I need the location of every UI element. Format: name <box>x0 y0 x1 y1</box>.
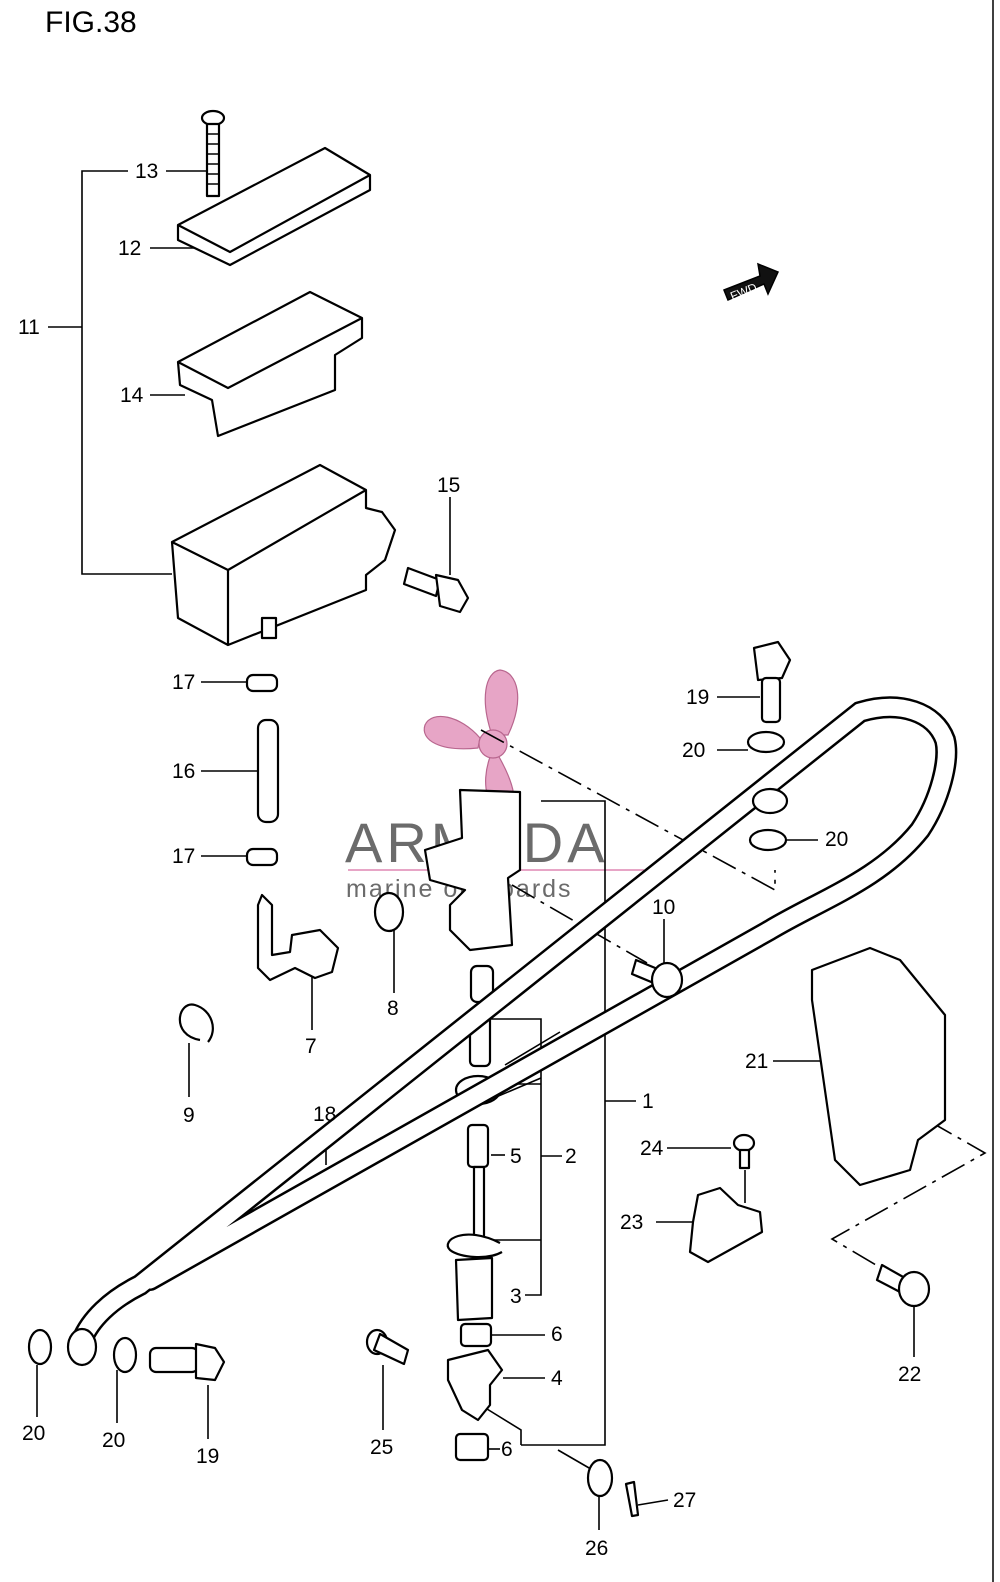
part-17-clamp-lower <box>245 847 279 867</box>
part-11-outlet <box>260 616 278 640</box>
part-25-pin <box>365 1328 410 1366</box>
callout-20-upper-b: 20 <box>825 828 848 851</box>
callout-1: 1 <box>642 1090 654 1113</box>
part-17-clamp-upper <box>245 673 279 693</box>
part-20-washer-c <box>746 730 786 754</box>
callout-10: 10 <box>652 896 675 919</box>
part-10-bolt <box>630 958 684 999</box>
callout-19-upper: 19 <box>686 686 709 709</box>
callout-3: 3 <box>510 1285 522 1308</box>
part-21-guard <box>810 946 947 1187</box>
callout-25: 25 <box>370 1436 393 1459</box>
part-20-washer-a <box>27 1328 53 1366</box>
callout-labels: 13 12 11 14 15 17 16 17 7 8 9 18 19 20 2… <box>18 160 921 1560</box>
callout-9: 9 <box>183 1104 195 1127</box>
callout-26: 26 <box>585 1537 608 1560</box>
callout-24: 24 <box>640 1137 664 1160</box>
part-9-circlip <box>178 1003 214 1043</box>
part-4-clevis <box>446 1348 504 1422</box>
callout-6-upper: 6 <box>551 1323 563 1346</box>
callout-20-lower-a: 20 <box>22 1422 45 1445</box>
part-11-reservoir <box>170 463 397 647</box>
callout-20-lower-b: 20 <box>102 1429 125 1452</box>
callout-17-upper: 17 <box>172 671 195 694</box>
callout-13: 13 <box>135 160 158 183</box>
part-circlip <box>446 1233 503 1259</box>
callout-22: 22 <box>898 1363 921 1386</box>
figure-title: FIG.38 <box>45 6 137 39</box>
part-24-screw <box>732 1133 756 1170</box>
part-26-washer <box>586 1458 614 1498</box>
callout-12: 12 <box>118 237 141 260</box>
callout-23: 23 <box>620 1211 643 1234</box>
part-14-diaphragm <box>176 290 364 438</box>
part-13-screw <box>200 109 226 198</box>
part-19-union-bolt-lower <box>148 1342 226 1382</box>
part-15-bolt <box>402 566 470 614</box>
part-12-cap <box>176 146 372 267</box>
part-18-brake-hose <box>66 696 958 1367</box>
callout-18: 18 <box>313 1103 336 1126</box>
callout-16: 16 <box>172 760 195 783</box>
part-20-washer-b <box>112 1336 138 1374</box>
part-19-union-bolt-upper <box>752 640 792 724</box>
fwd-label: FWD <box>728 280 759 303</box>
callout-2: 2 <box>565 1145 577 1168</box>
callout-19-lower: 19 <box>196 1445 219 1468</box>
master-cylinder-body <box>423 788 522 952</box>
part-3-boot <box>454 1256 494 1322</box>
callout-14: 14 <box>120 384 144 407</box>
part-27-cotter-pin <box>624 1480 640 1518</box>
callout-21: 21 <box>745 1050 768 1073</box>
callout-4: 4 <box>551 1367 563 1390</box>
part-7-joint <box>256 893 340 982</box>
part-6-nut-upper <box>459 1322 493 1348</box>
callout-8: 8 <box>387 997 399 1020</box>
part-6-nut-lower <box>454 1432 490 1462</box>
part-5-push-rod <box>466 1123 490 1241</box>
part-16-hose <box>256 718 280 824</box>
callout-20-upper-a: 20 <box>682 739 705 762</box>
callout-11: 11 <box>18 316 40 339</box>
callout-15: 15 <box>437 474 460 497</box>
callout-7: 7 <box>305 1035 317 1058</box>
callout-5: 5 <box>510 1145 522 1168</box>
callout-27: 27 <box>673 1489 696 1512</box>
part-23-hose-clamp <box>688 1186 764 1264</box>
part-20-washer-d <box>748 828 788 852</box>
leader-lines <box>36 170 987 1530</box>
callout-17-lower: 17 <box>172 845 195 868</box>
part-8-o-ring <box>373 891 405 933</box>
part-22-bolt <box>875 1263 931 1308</box>
fwd-arrow-icon: FWD <box>723 262 780 303</box>
propeller-logo <box>423 669 519 813</box>
callout-6-lower: 6 <box>501 1438 513 1461</box>
